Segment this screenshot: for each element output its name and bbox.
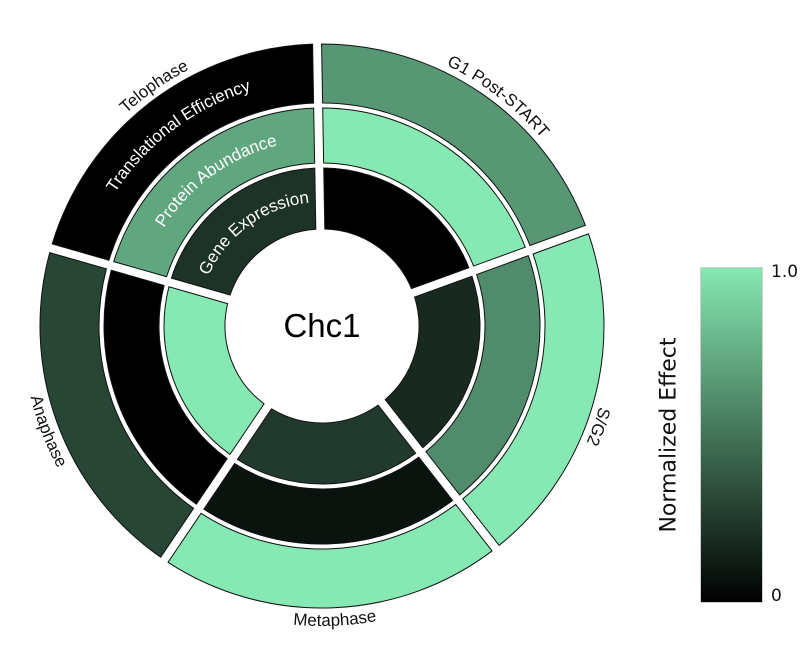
colorbar-title: Normalized Effect [656,337,682,533]
segment-s-g2-protein-abundance [425,255,541,496]
segment-metaphase-translational-efficiency [167,503,493,609]
segment-metaphase-protein-abundance [203,456,454,545]
segments-group [39,43,605,609]
phase-label-metaphase: Metaphase [293,606,378,630]
segment-s-g2-gene-expression [384,275,481,449]
colorbar-gradient [700,267,763,603]
segment-metaphase-gene-expression [236,404,417,485]
segment-telophase-protein-abundance [113,107,316,278]
segment-s-g2-translational-efficiency [462,233,605,547]
segment-telophase-gene-expression [170,167,317,296]
segment-telophase-translational-efficiency [51,43,315,261]
colorbar-min-label: 0 [771,586,782,606]
colorbar-max-label: 1.0 [771,262,799,282]
segment-g1-post-start-protein-abundance [322,107,526,267]
segment-anaphase-translational-efficiency [39,251,195,558]
segment-anaphase-gene-expression [163,286,265,456]
center-gene-label: Chc1 [283,307,360,344]
segment-g1-post-start-gene-expression [323,167,470,290]
segment-anaphase-protein-abundance [103,269,228,505]
segment-g1-post-start-translational-efficiency [321,43,587,247]
